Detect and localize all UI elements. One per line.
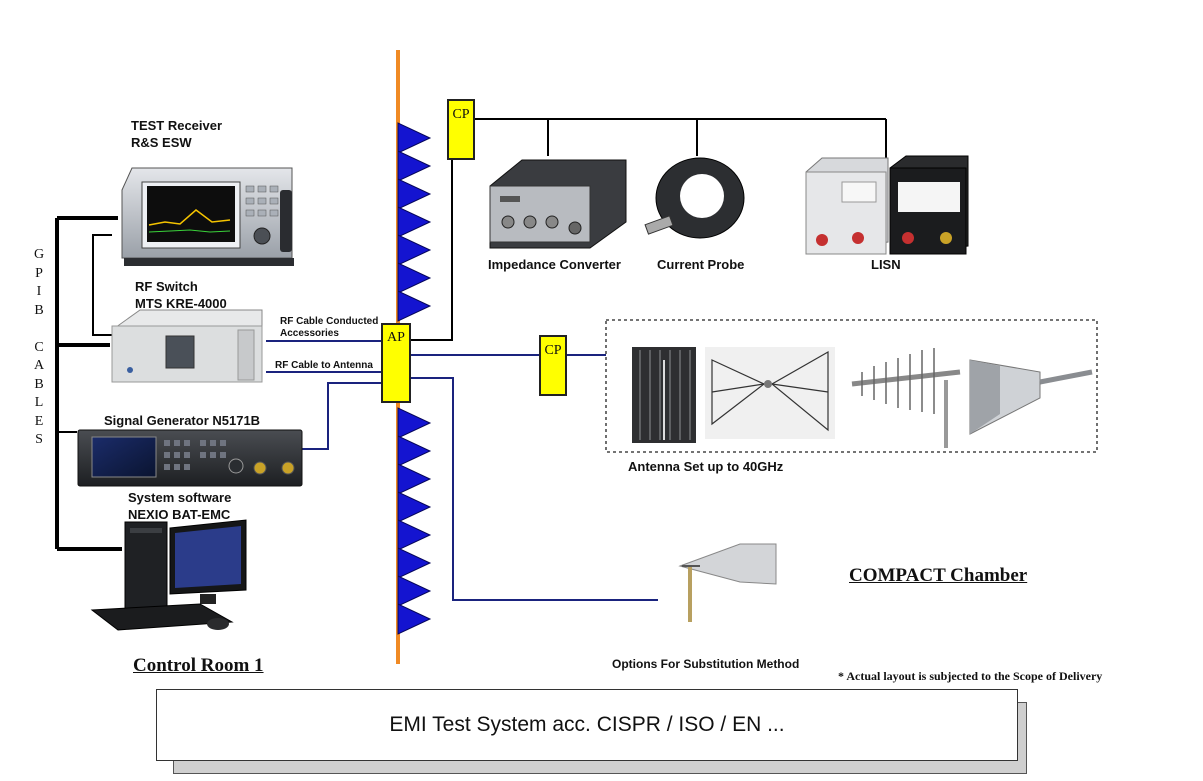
- impedance-converter-label: Impedance Converter: [488, 257, 621, 272]
- current-probe-image: [644, 157, 745, 239]
- impedance-converter-image: [489, 159, 627, 249]
- test-receiver-model: R&S ESW: [131, 135, 192, 150]
- system-software-label: System software NEXIO BAT-EMC: [128, 489, 231, 523]
- gpib-letter: L: [34, 395, 44, 410]
- rf-switch-link: [57, 234, 112, 433]
- substitution-method-label: Options For Substitution Method: [612, 657, 800, 671]
- signal-generator-label: Signal Generator N5171B: [104, 413, 261, 428]
- rf-cable-conducted-line2: Accessories: [280, 328, 339, 339]
- gpib-bus: [55, 216, 122, 551]
- system-software-name: System software: [128, 490, 232, 505]
- biconical-antenna-photo: [705, 347, 835, 439]
- gpib-letter: B: [34, 376, 44, 392]
- gpib-letter: C: [34, 339, 44, 355]
- rf-cable-conducted-line1: RF Cable Conducted: [280, 316, 379, 327]
- test-receiver-label: TEST Receiver R&S ESW: [131, 117, 222, 151]
- rf-cable-conducted-label: RF Cable Conducted Accessories: [280, 316, 378, 340]
- rf-cables: [266, 340, 658, 601]
- absorber-cones-lower: [397, 407, 432, 635]
- system-software-product: NEXIO BAT-EMC: [128, 507, 231, 522]
- gpib-letter: B: [34, 302, 44, 318]
- scope-footnote: * Actual layout is subjected to the Scop…: [838, 669, 1103, 683]
- rf-cable-antenna-label: RF Cable to Antenna: [275, 360, 373, 371]
- chamber-title: COMPACT Chamber: [849, 565, 1028, 586]
- access-panel: AP: [381, 323, 411, 403]
- rf-switch-image: [111, 309, 263, 383]
- log-periodic-antenna-photo: [851, 348, 961, 448]
- control-room-title: Control Room 1: [133, 655, 264, 676]
- test-receiver-name: TEST Receiver: [131, 118, 223, 133]
- absorber-cones-upper: [397, 122, 432, 322]
- conducted-lines: [411, 118, 887, 341]
- gpib-letter: A: [33, 358, 45, 373]
- antenna-absorber-photo: [632, 347, 696, 443]
- lisn-label: LISN: [871, 257, 901, 272]
- system-title-text: EMI Test System acc. CISPR / ISO / EN ..…: [389, 713, 785, 736]
- horn-antenna-photo: [969, 359, 1093, 435]
- current-probe-label: Current Probe: [657, 257, 745, 272]
- gpib-letter: S: [35, 432, 43, 447]
- lisn-image: [805, 155, 969, 255]
- gpib-letter: E: [34, 413, 44, 429]
- gpib-letter: G: [33, 247, 45, 262]
- gpib-letter: I: [36, 284, 42, 299]
- rf-switch-name: RF Switch: [135, 279, 198, 294]
- antenna-set-label: Antenna Set up to 40GHz: [628, 459, 784, 474]
- substitution-horn-image: [678, 543, 777, 622]
- test-receiver-image: [121, 167, 294, 266]
- gpib-cables-label: G P I B C A B L E S: [30, 246, 48, 450]
- system-title-banner: EMI Test System acc. CISPR / ISO / EN ..…: [156, 689, 1018, 761]
- pc-workstation-image: [90, 519, 247, 631]
- gpib-letter: [30, 320, 48, 339]
- signal-generator-image: [77, 429, 303, 487]
- connection-point-antenna: CP: [539, 335, 567, 396]
- rf-switch-model: MTS KRE-4000: [135, 296, 227, 311]
- rf-switch-label: RF Switch MTS KRE-4000: [135, 278, 227, 312]
- gpib-letter: P: [35, 265, 43, 281]
- connection-point-top: CP: [447, 99, 475, 160]
